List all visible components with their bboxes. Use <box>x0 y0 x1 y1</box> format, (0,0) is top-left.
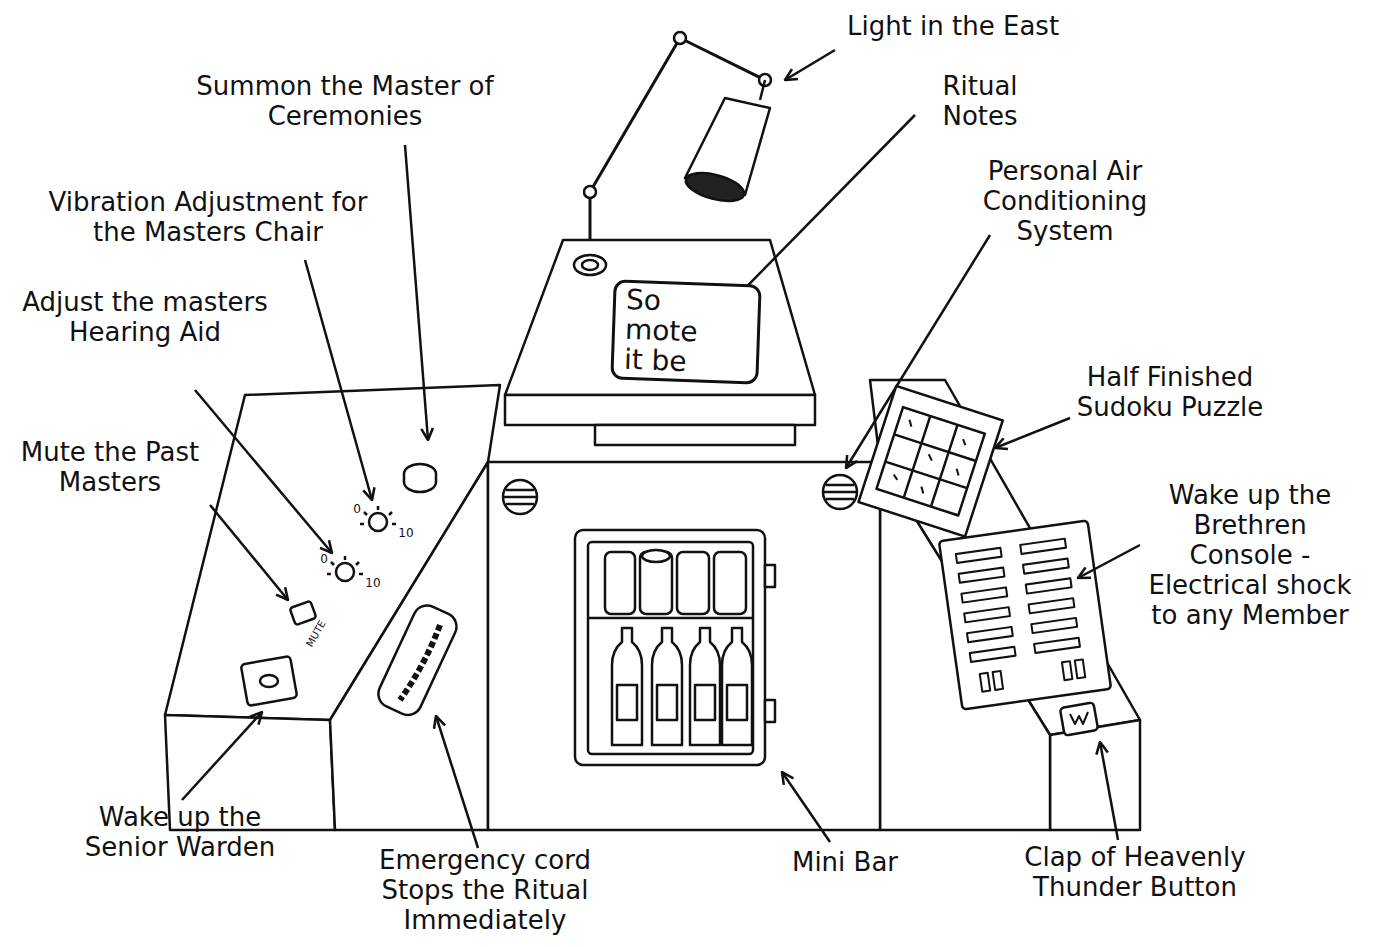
callout-label: Wake up the Senior Warden <box>65 803 295 863</box>
callout-label: Adjust the masters Hearing Aid <box>10 288 280 348</box>
sudoku-puzzle <box>859 386 1003 537</box>
callout-label: Summon the Master of Ceremonies <box>175 72 515 132</box>
callout-label: Mute the Past Masters <box>5 438 215 498</box>
callout-label: Half Finished Sudoku Puzzle <box>1050 363 1290 423</box>
mini-bar <box>575 530 775 765</box>
thunder-button <box>1060 702 1098 735</box>
lectern <box>505 240 815 445</box>
ritual-notes-sheet: So mote it be <box>610 279 761 384</box>
lamp <box>584 32 771 262</box>
dial-scale-number: 0 <box>350 503 364 517</box>
callout-label: Vibration Adjustment for the Masters Cha… <box>28 188 388 248</box>
dial-scale-number: 10 <box>362 577 384 591</box>
callout-label: Clap of Heavenly Thunder Button <box>1000 843 1270 903</box>
callout-label: Personal Air Conditioning System <box>945 157 1185 247</box>
left-controls <box>241 464 461 720</box>
callout-label: Wake up the Brethren Console - Electrica… <box>1140 481 1360 630</box>
notes-text: So mote it be <box>613 285 721 379</box>
callout-label: Ritual Notes <box>905 72 1055 132</box>
callout-label: Light in the East <box>823 12 1083 42</box>
dial-scale-number: 0 <box>317 553 331 567</box>
callout-label: Emergency cord Stops the Ritual Immediat… <box>355 846 615 936</box>
callout-label: Mini Bar <box>770 848 920 878</box>
desk-front <box>488 462 880 830</box>
brethren-console <box>939 520 1111 709</box>
dial-scale-number: 10 <box>395 527 417 541</box>
